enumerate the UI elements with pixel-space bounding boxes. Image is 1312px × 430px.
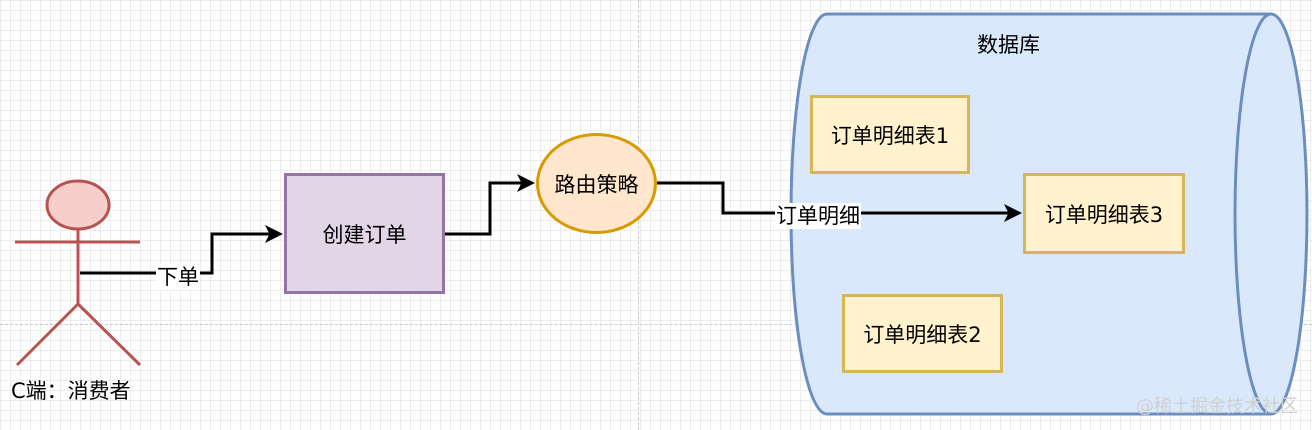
table-label: 订单明细表1 — [830, 123, 950, 148]
actor-right-leg — [76, 302, 142, 367]
create-order-node[interactable]: 创建订单 — [284, 173, 445, 294]
connector-routing-to-table-3 — [657, 181, 1022, 222]
actor-label: C端：消费者 — [11, 379, 131, 403]
connector-actor-to-create-order — [80, 225, 283, 275]
order-detail-table-2[interactable]: 订单明细表2 — [842, 294, 1003, 373]
actor-left-leg — [15, 302, 80, 367]
routing-strategy-node[interactable]: 路由策略 — [536, 133, 657, 234]
database-title: 数据库 — [977, 33, 1040, 57]
order-detail-table-1[interactable]: 订单明细表1 — [810, 95, 970, 174]
routing-strategy-label: 路由策略 — [554, 172, 639, 197]
guide-line-horizontal — [0, 324, 1312, 325]
connector-create-order-to-routing — [445, 174, 535, 236]
order-detail-table-3[interactable]: 订单明细表3 — [1023, 173, 1185, 254]
actor-figure[interactable] — [15, 179, 142, 367]
table-label: 订单明细表2 — [863, 322, 982, 347]
create-order-label: 创建订单 — [322, 222, 407, 247]
order-detail-edge-label: 订单明细 — [775, 203, 861, 229]
actor-head — [45, 179, 111, 231]
place-order-edge-label: 下单 — [156, 264, 200, 290]
watermark: @稀土掘金技术社区 — [1136, 396, 1298, 417]
table-label: 订单明细表3 — [1044, 202, 1164, 227]
